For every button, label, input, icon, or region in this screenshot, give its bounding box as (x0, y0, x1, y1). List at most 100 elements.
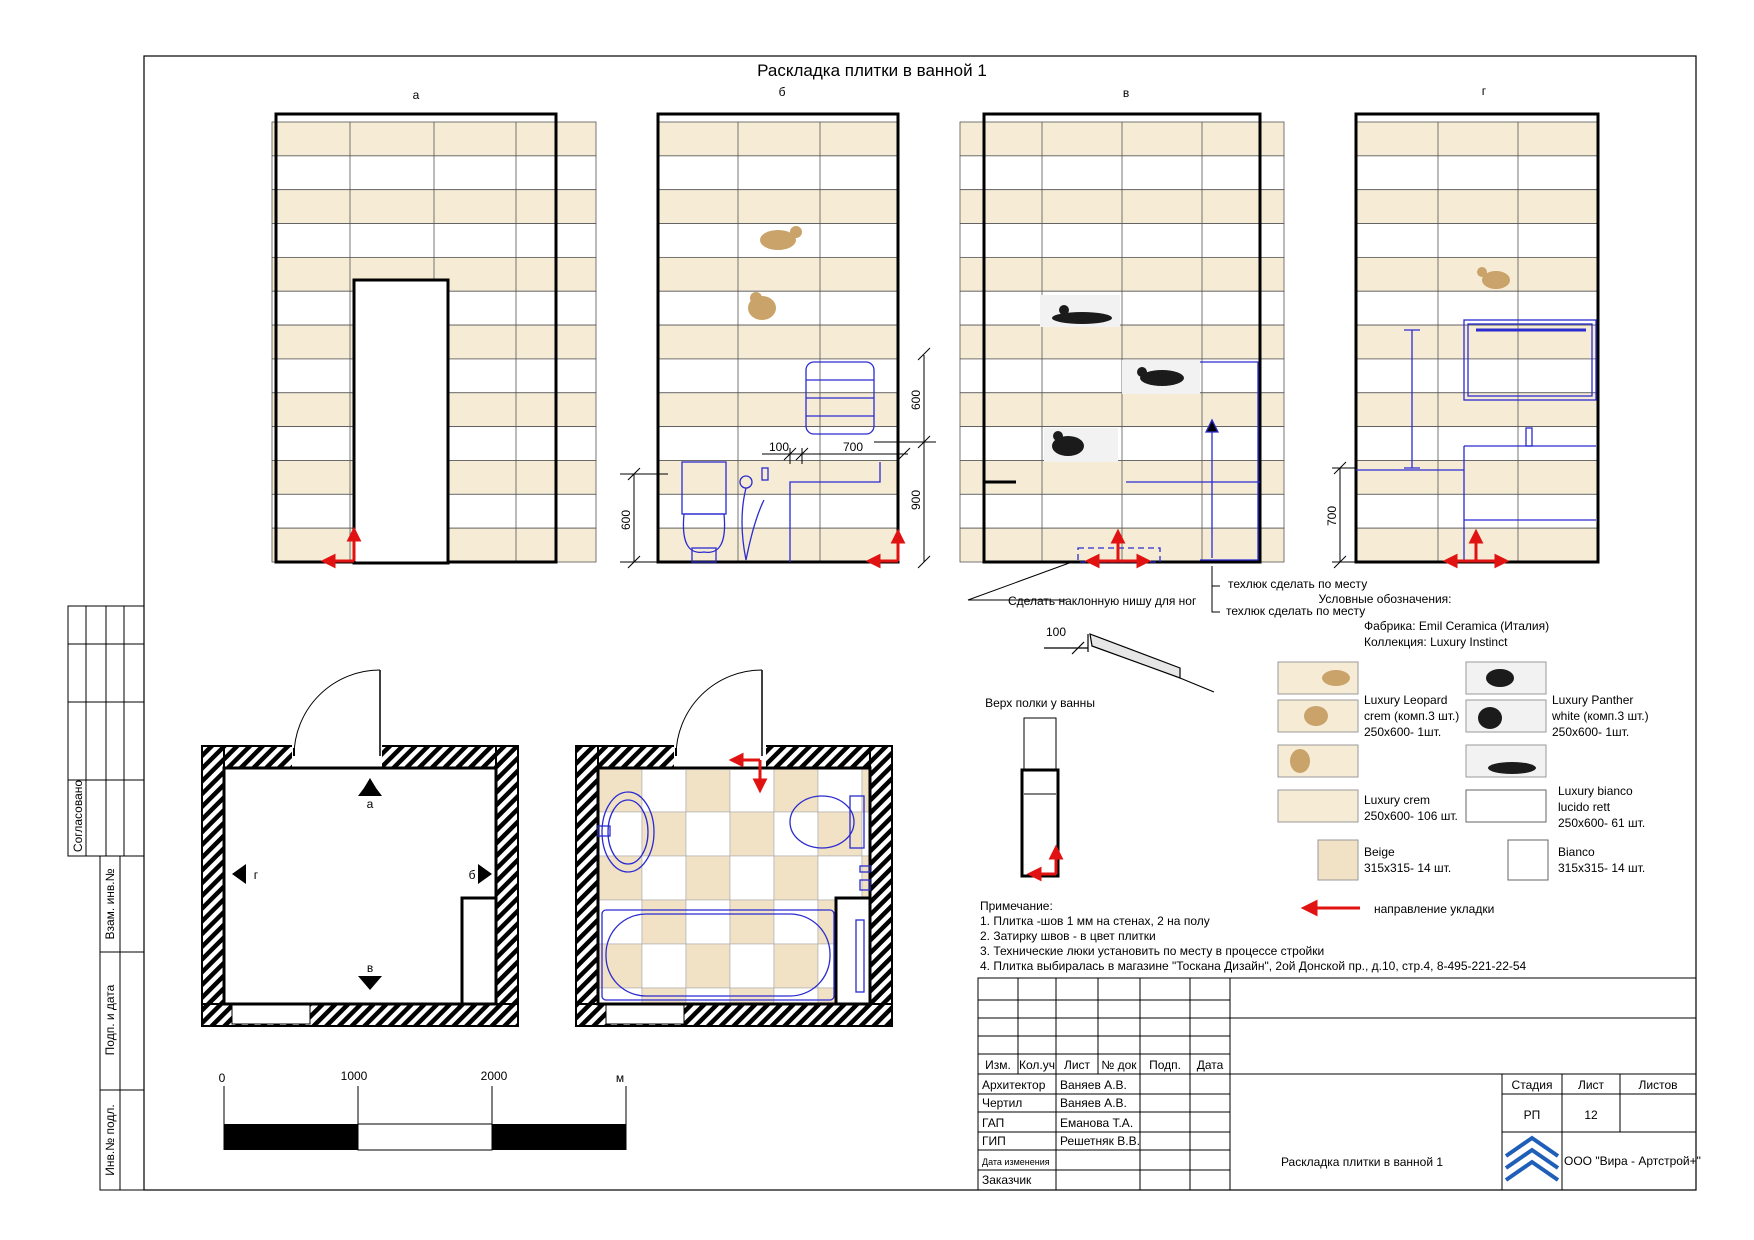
floor-plan-walls (201, 669, 519, 1027)
floor-tile (685, 767, 731, 813)
note-line: Примечание: (980, 899, 1053, 913)
tb-sheets-label: Листов (1639, 1078, 1678, 1092)
direction-arrow (320, 526, 362, 569)
tb-name: Ваняев А.В. (1060, 1096, 1127, 1110)
floor-tile (641, 767, 687, 813)
floor-tile (773, 811, 819, 857)
legend-panther-line3: 250х600- 1шт. (1552, 725, 1629, 739)
wall-outline (656, 112, 900, 564)
shelf-detail (1020, 717, 1064, 882)
legend-crem-line1: Luxury crem (1364, 793, 1430, 807)
wall-tile-row (657, 256, 899, 292)
wall-elevation-v (959, 112, 1285, 564)
wall-tile-row (1355, 121, 1599, 157)
note-line: 1. Плитка -шов 1 мм на стенах, 2 на полу (980, 914, 1210, 928)
floor-tile (729, 943, 775, 989)
plan-label-g: г (254, 868, 259, 882)
floor-tile (597, 855, 643, 901)
floor-tile (641, 943, 687, 989)
tb-name: Ваняев А.В. (1060, 1078, 1127, 1092)
wall-tile-row (657, 527, 899, 563)
legend-leopard-line2: crem (комп.3 шт.) (1364, 709, 1459, 723)
page-title: Раскладка плитки в ванной 1 (757, 61, 987, 80)
tb-role: Архитектор (982, 1078, 1046, 1092)
stamp-sign-date: Подп. и дата (103, 984, 117, 1055)
legend-direction-arrow (1300, 899, 1360, 917)
shelf-section (1044, 633, 1215, 693)
tb-header: Изм. (985, 1058, 1011, 1072)
note-line: 2. Затирку швов - в цвет плитки (980, 929, 1156, 943)
tb-role: Дата изменения (982, 1157, 1050, 1167)
stamp-inv-podl: Инв.№ подл. (103, 1104, 117, 1175)
shower-hose (739, 462, 881, 562)
wall-label-v: в (1123, 86, 1129, 100)
wall-tile-row (657, 121, 899, 157)
legend-leopard-line1: Luxury Leopard (1364, 693, 1447, 707)
floor-tile (597, 767, 643, 813)
tb-header: Дата (1197, 1058, 1224, 1072)
floor-tile (729, 855, 775, 901)
floor-tile (817, 767, 863, 813)
legend-swatch-crem (1277, 789, 1359, 823)
legend-swatch-bianco-lucido (1465, 789, 1547, 823)
tb-company: ООО "Вира - Артстрой+" (1564, 1154, 1701, 1168)
note-line: 3. Технические люки установить по месту … (980, 944, 1324, 958)
tb-sheet: 12 (1584, 1108, 1598, 1122)
legend-crem-line2: 250х600- 106 шт. (1364, 809, 1458, 823)
tb-name: Еманова Т.А. (1060, 1116, 1133, 1130)
dim-700: 700 (843, 440, 863, 454)
tb-sheet-label: Лист (1578, 1078, 1605, 1092)
tb-role: Заказчик (982, 1173, 1032, 1187)
wall-tile-row (1355, 358, 1599, 394)
scale-bar (223, 1086, 627, 1151)
wall-tile-row (1355, 189, 1599, 224)
panther-decor-tile (1122, 360, 1200, 394)
legend-title: Условные обозначения: (1319, 592, 1452, 606)
legend-panther-line2: white (комп.3 шт.) (1551, 709, 1649, 723)
wall-tile-row (657, 189, 899, 224)
floor-tile (641, 855, 687, 901)
dim-900: 900 (909, 490, 923, 510)
direction-arrow (1442, 528, 1510, 569)
wall-elevation-b (656, 112, 900, 564)
title-block-grid (977, 977, 1697, 1191)
legend-direction-label: направление укладки (1374, 902, 1494, 916)
dim-700-g: 700 (1325, 506, 1339, 526)
floor-tile (685, 943, 731, 989)
callout-leaders (967, 561, 1220, 613)
leopard-decor-tile (748, 292, 776, 320)
scale-label-2000: 2000 (481, 1069, 508, 1083)
wall-tile-row (657, 155, 899, 191)
legend-beige-line2: 315х315- 14 шт. (1364, 861, 1451, 875)
wall-tile-row (657, 493, 899, 529)
wall-tile-row (1355, 155, 1599, 191)
tb-role: ГАП (982, 1116, 1004, 1130)
wall-label-b: б (779, 85, 786, 99)
callout-hatch-1: техлюк сделать по месту (1228, 577, 1367, 591)
tb-header: Подп. (1149, 1058, 1181, 1072)
note-line: 4. Плитка выбиралась в магазине "Тоскана… (980, 959, 1527, 973)
legend-factory: Фабрика: Emil Ceramica (Италия) (1364, 619, 1549, 633)
direction-arrow (1084, 528, 1152, 569)
shelf-dim-100: 100 (1046, 625, 1066, 639)
floor-tile (773, 899, 819, 945)
mirror-cabinet (1356, 319, 1597, 560)
floor-tile (685, 811, 731, 857)
door-swing (293, 669, 381, 757)
tb-role: ГИП (982, 1134, 1006, 1148)
leopard-decor-tile (760, 226, 802, 250)
floor-tile (685, 899, 731, 945)
floor-tile (817, 811, 863, 857)
wall-tile-row (657, 324, 899, 360)
floor-tile (817, 855, 863, 901)
tb-drawing-title: Раскладка плитки в ванной 1 (1281, 1155, 1443, 1169)
wall-tile-row (657, 460, 899, 495)
wall-label-a: а (413, 88, 420, 102)
leopard-decor-tile (1477, 267, 1510, 289)
tb-header: Кол.уч (1019, 1058, 1055, 1072)
wall-tile-row (1355, 493, 1599, 529)
floor-tile (729, 811, 775, 857)
wall-elevation-g (1354, 112, 1600, 564)
floor-tile (773, 943, 819, 989)
